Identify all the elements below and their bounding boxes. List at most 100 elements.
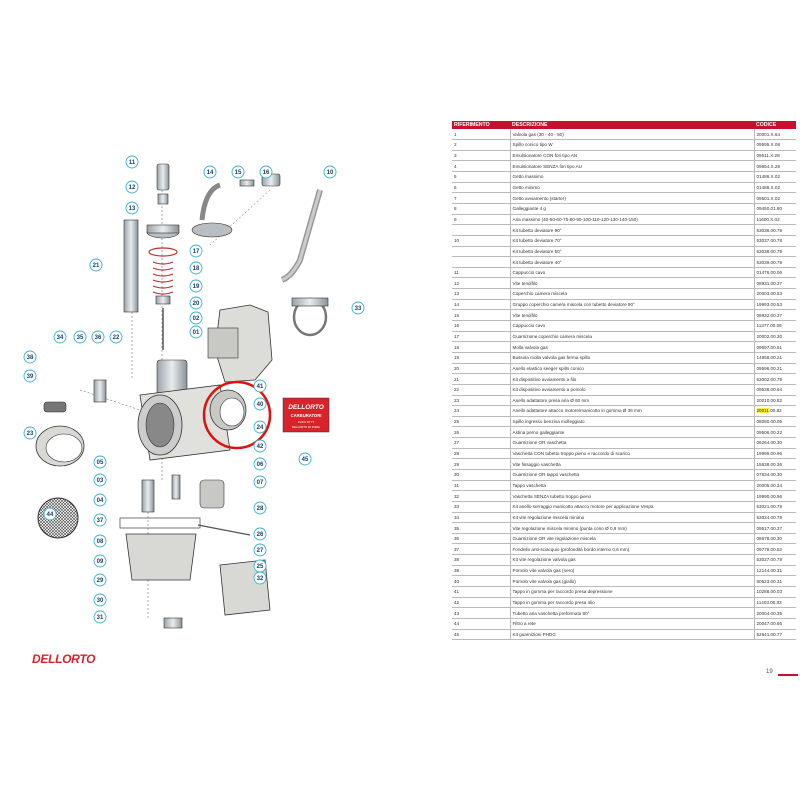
row-ref: 14 (452, 299, 511, 311)
row-code: 19990.00.96 (754, 490, 796, 502)
row-desc: Kit guarnizioni PHDG (510, 629, 755, 641)
row-ref: 34 (452, 512, 511, 524)
callout-41: 41 (257, 384, 264, 390)
callout-10: 10 (327, 170, 334, 176)
callout-07: 07 (257, 480, 264, 486)
row-ref: 15 (452, 309, 511, 322)
row-desc: Guarnizione OR tappo vaschetta (510, 469, 755, 481)
callout-08: 08 (97, 539, 104, 545)
row-desc: Tappo in gomma per raccordo presa olio (510, 597, 755, 609)
row-code: 06264.00.30 (754, 437, 796, 449)
callout-39: 39 (27, 374, 34, 380)
callout-29: 29 (97, 578, 104, 584)
row-desc: Tappo in gomma per raccordo presa depres… (510, 586, 755, 598)
callout-33: 33 (355, 306, 362, 312)
row-ref (452, 224, 511, 236)
row-desc: Anello elastico seeger spillo conico (510, 363, 755, 375)
footer-rule (778, 674, 798, 676)
row-desc: Vite fissaggio vaschetta (510, 458, 755, 470)
plate-title: CARBURATORI (291, 413, 322, 418)
row-code: 01486.X.02 (754, 171, 796, 183)
row-desc: Kit anello serraggio manicotto attacco m… (510, 501, 755, 513)
row-ref: 17 (452, 331, 511, 343)
table-header-row: RIFERIMENTO DESCRIZIONE CODICE (452, 121, 796, 129)
row-ref: 18 (452, 341, 511, 353)
callout-28: 28 (257, 506, 264, 512)
row-code: 11377.00.06 (754, 320, 796, 332)
row-ref: 21 (452, 373, 511, 385)
row-desc: Galleggiante 4 g (510, 203, 755, 215)
callout-01: 01 (193, 330, 200, 336)
row-code: 09654.X.28 (754, 160, 796, 173)
row-code: 53024.00.78 (754, 512, 796, 524)
carburetor-label-plate: DELLORTO CARBURATORI PHDG 36 TT DELLORTO… (282, 397, 330, 433)
row-ref: 2 (452, 139, 511, 151)
row-desc: Molla valvola gas (510, 341, 755, 353)
callout-22: 22 (113, 335, 120, 341)
row-code: 01476.00.06 (754, 267, 796, 279)
row-desc: Filtro a rete (510, 618, 755, 630)
row-desc: Kit dispositivo avviamento a pomolo (510, 384, 755, 396)
row-desc: Pomolo vite valvola gas (nero) (510, 565, 755, 577)
row-desc: Getto minimo (510, 182, 755, 194)
row-desc: Emulsionatore SENZA fori tipo AU (510, 160, 755, 173)
callout-20: 20 (193, 301, 200, 307)
row-code: 53039.00.78 (754, 256, 796, 268)
row-code: 20002.00.30 (754, 331, 796, 343)
callout-45: 45 (302, 457, 309, 463)
callout-04: 04 (97, 498, 104, 504)
callout-15: 15 (235, 170, 242, 176)
callout-32: 32 (257, 576, 264, 582)
row-ref: 20 (452, 363, 511, 375)
callout-labels: 11 12 13 14 15 16 10 21 17 18 19 20 02 0… (23, 155, 365, 624)
row-code: 20011.00.82 (754, 405, 796, 417)
row-ref: 40 (452, 575, 511, 588)
plate-line-2: DELLORTO 20 PHDG (292, 425, 320, 429)
callout-40: 40 (257, 402, 264, 408)
row-code: 09501.X.02 (754, 192, 796, 204)
dellorto-logo: DELLORTO (32, 652, 96, 666)
row-desc: Kit vite regolazione miscela minimo (510, 512, 755, 524)
callout-14: 14 (207, 170, 214, 176)
row-code: 09597.00.61 (754, 341, 796, 353)
row-code: 52641.00.77 (754, 629, 796, 641)
row-desc: Kit dispositivo avviamento a filo (510, 373, 755, 385)
row-ref: 37 (452, 543, 511, 556)
row-code: 53027.00.78 (754, 554, 796, 566)
row-code: 09595.X.08 (754, 139, 796, 151)
row-desc: Astina perno galleggiante (510, 426, 755, 439)
row-desc: Vaschetta SENZA tubetto troppo pieno (510, 490, 755, 502)
row-desc: Vite tendifilo (510, 309, 755, 322)
callout-19: 19 (193, 284, 200, 290)
row-code: 15638.00.36 (754, 458, 796, 470)
callout-16: 16 (263, 170, 270, 176)
row-ref: 30 (452, 469, 511, 481)
row-desc: Gruppo coperchio camera miscela con tube… (510, 299, 755, 311)
row-desc: Kit tubetto deviatore 90° (510, 224, 755, 236)
row-desc: Anello adattatore attacco motore/manicot… (510, 405, 755, 417)
row-ref: 28 (452, 448, 511, 460)
row-ref: 35 (452, 522, 511, 534)
callout-11: 11 (129, 160, 136, 166)
callout-17: 17 (193, 249, 200, 255)
part-16 (156, 163, 170, 191)
row-ref: 44 (452, 618, 511, 630)
row-code: 19999.00.96 (754, 448, 796, 460)
row-desc: Coperchio camera miscela (510, 288, 755, 300)
